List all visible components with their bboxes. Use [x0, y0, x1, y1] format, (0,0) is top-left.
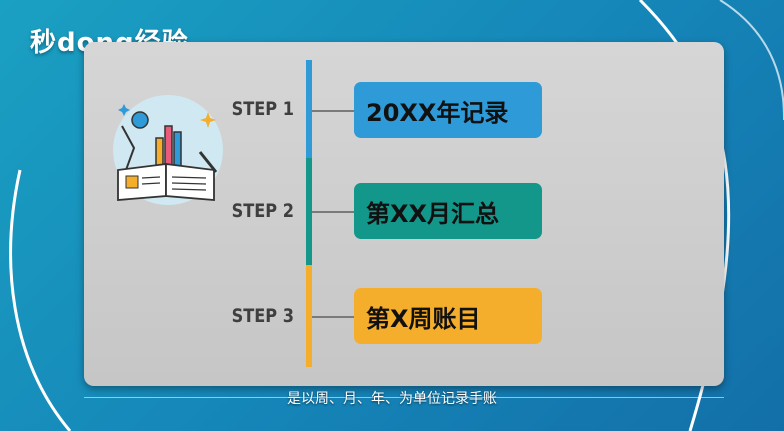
video-subtitle: 是以周、月、年、为单位记录手账 [287, 391, 497, 407]
step-3-label: STEP 3 [231, 305, 294, 327]
step-1-box: 20XX年记录 [354, 82, 542, 138]
step-2-label: STEP 2 [231, 200, 294, 222]
step-1-connector [312, 110, 354, 112]
timeline-segment-3 [306, 265, 312, 367]
timeline-segment-1 [306, 60, 312, 158]
step-1-label: STEP 1 [231, 98, 294, 120]
study-desk-icon [113, 95, 223, 205]
step-2-box: 第XX月汇总 [354, 183, 542, 239]
step-2-connector [312, 211, 354, 213]
content-panel: STEP 1 STEP 2 STEP 3 20XX年记录 第XX月汇总 第X周账… [84, 42, 724, 386]
timeline-segment-2 [306, 158, 312, 265]
step-3-connector [312, 316, 354, 318]
step-3-box: 第X周账目 [354, 288, 542, 344]
subtitle-divider [84, 397, 724, 398]
